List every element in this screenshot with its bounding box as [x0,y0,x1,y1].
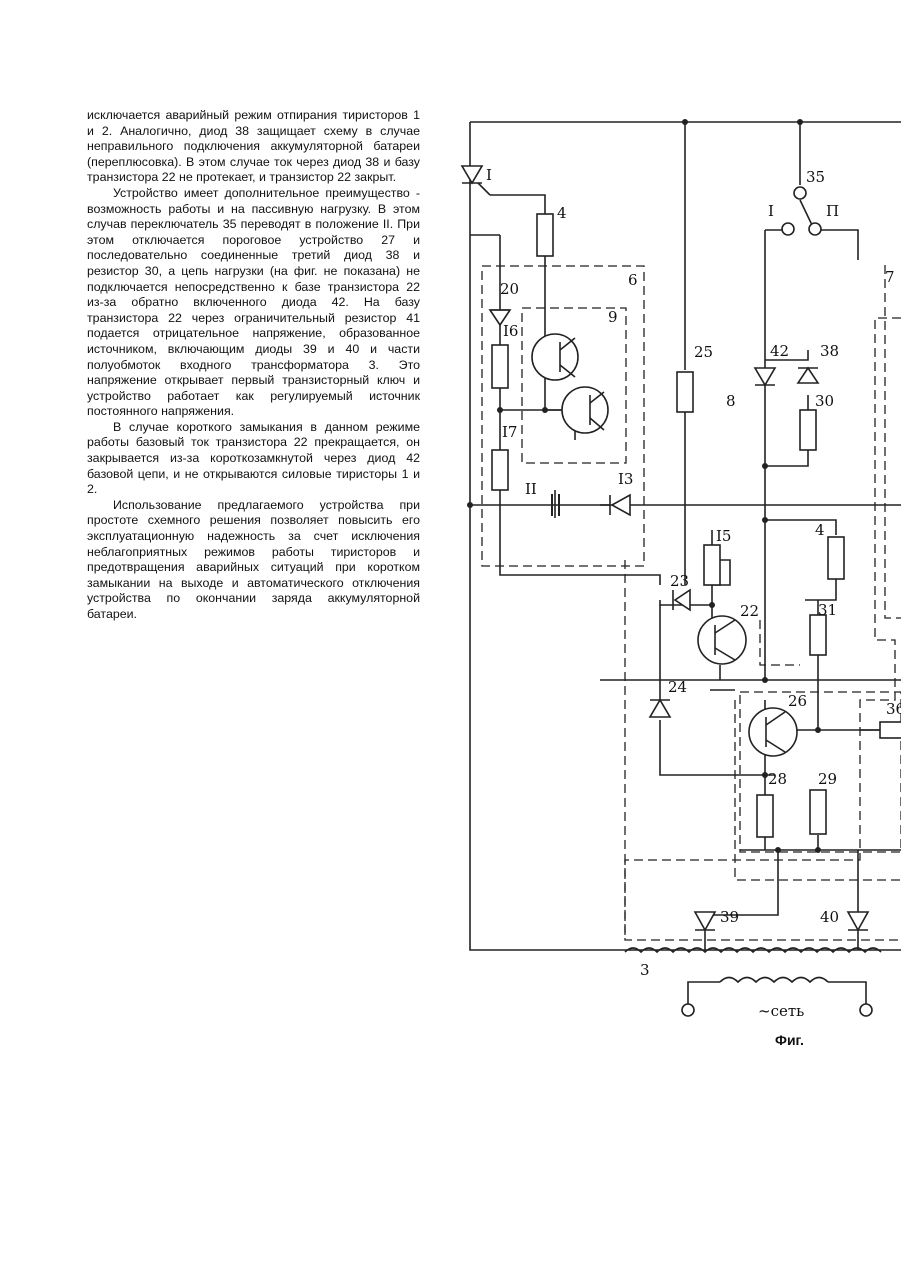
label-24: 24 [668,678,687,696]
mains-label: ~сеть [758,1002,804,1020]
diode-42 [755,368,775,385]
terminals [682,187,872,1016]
resistor-36 [880,722,901,738]
transistor-26 [749,708,797,756]
label-3: 3 [640,961,650,979]
resistor-31 [810,615,826,655]
transistors [532,334,797,756]
label-9: 9 [608,308,618,326]
label-40: 40 [820,908,839,926]
thyristor-1 [462,166,482,183]
label-11: II [525,480,537,498]
label-26: 26 [788,692,807,710]
label-23: 23 [670,572,689,590]
resistor-16 [492,345,508,388]
label-4b: 4 [815,521,825,539]
diode-40 [848,912,868,930]
paragraph-3: В случае короткого замыкания в данном ре… [87,420,420,498]
switch-35-pivot [794,187,806,199]
label-30: 30 [815,392,834,410]
resistor-28 [757,795,773,837]
label-31: 31 [818,601,837,619]
label-8: 8 [726,392,736,410]
label-17: I7 [502,423,517,441]
label-28: 28 [768,770,787,788]
transformer-3 [625,948,881,1004]
mains-terminal-left [682,1004,694,1016]
label-1: I [486,166,492,184]
label-15: I5 [716,527,731,545]
resistor-30 [800,410,816,450]
label-6: 6 [628,271,638,289]
diode-38 [798,368,818,383]
circuit-wires [470,122,901,950]
label-13: I3 [618,470,633,488]
paragraph-1: исключается аварийный режим отпирания ти… [87,108,420,186]
resistor-17 [492,450,508,490]
resistor-15 [704,545,720,585]
label-35: 35 [806,168,825,186]
label-25: 25 [694,343,713,361]
label-20: 20 [500,280,519,298]
resistor-4a [537,214,553,256]
label-7: 7 [885,268,895,286]
label-sw-2: П [826,202,839,220]
resistor-4b [828,537,844,579]
label-39: 39 [720,908,739,926]
label-42: 42 [770,342,789,360]
label-sw-1: I [768,202,774,220]
diode-39 [695,912,715,930]
block-31 [760,620,800,665]
switch-contact-2 [809,223,821,235]
block-8 [625,318,901,940]
switch-contact-1 [782,223,794,235]
label-29: 29 [818,770,837,788]
figure-caption: Фиг. [775,1032,804,1048]
paragraph-2: Устройство имеет дополнительное преимуще… [87,186,420,420]
circuit-diagram: I 4 6 20 I6 9 I7 II I3 25 35 I П 7 42 38… [455,108,901,1058]
resistor-25 [677,372,693,412]
diode-24 [650,700,670,717]
label-22: 22 [740,602,759,620]
label-16: I6 [503,322,518,340]
diode-13 [612,495,630,515]
block-9 [522,308,626,463]
circuit-figure: I 4 6 20 I6 9 I7 II I3 25 35 I П 7 42 38… [455,108,901,1058]
label-38: 38 [820,342,839,360]
diode-23 [675,590,690,610]
label-4a: 4 [557,204,567,222]
transistor-22 [698,616,746,664]
paragraph-4: Использование предлагаемого устройства п… [87,498,420,623]
label-36: 36 [886,700,901,718]
mains-terminal-right [860,1004,872,1016]
text-column: исключается аварийный режим отпирания ти… [87,108,420,623]
resistor-29 [810,790,826,834]
diodes [462,166,868,930]
